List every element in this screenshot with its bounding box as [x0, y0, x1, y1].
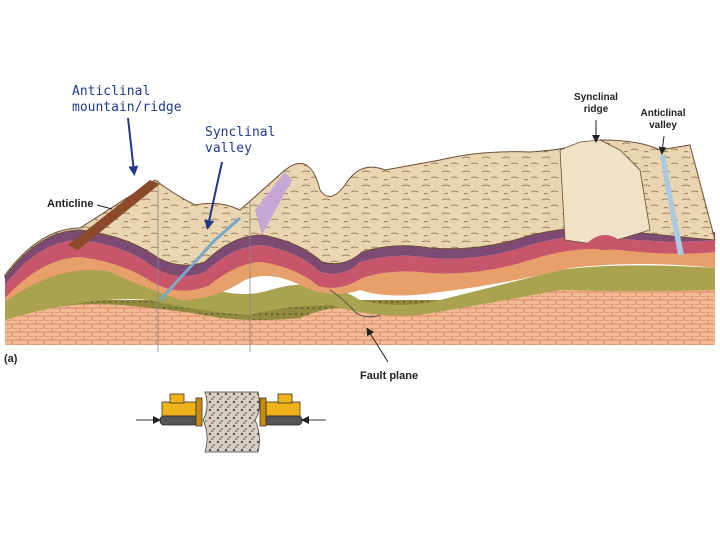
anticline-ridge-band: [68, 180, 160, 250]
syncline-core: [585, 235, 625, 250]
synclinal-ridge-cliff: [559, 139, 651, 246]
label-synclinal-ridge-line1: Synclinal: [574, 92, 618, 103]
red-band: [5, 236, 715, 298]
fault-zone: [329, 289, 381, 318]
lilac-wedge: [255, 172, 292, 235]
arrow-fault-plane: [366, 327, 389, 363]
arrow-anticline: [96, 204, 113, 210]
purple-band: [5, 228, 715, 285]
arrow-synclinal-valley: [204, 161, 223, 230]
bulldozer-left-icon: [159, 393, 203, 427]
label-fault-plane: Fault plane: [360, 370, 419, 382]
label-anticlinal-valley-line2: valley: [649, 120, 677, 131]
gravel-block: [202, 391, 260, 453]
olive-layer-lower: [5, 257, 715, 320]
arrow-anticlinal-ridge: [127, 117, 139, 176]
label-anticlinal-ridge-line2: mountain/ridge: [72, 100, 182, 115]
compression-illustration: [136, 391, 326, 453]
label-anticline: Anticline: [47, 198, 94, 210]
orange-band: [5, 243, 715, 302]
label-anticlinal-valley-line1: Anticlinal: [640, 108, 686, 119]
label-anticlinal-ridge-line1: Anticlinal: [72, 84, 151, 99]
upper-strata-mass: [4, 139, 716, 279]
arrow-anticlinal-valley: [658, 135, 667, 155]
bulldozer-right-icon: [259, 393, 303, 427]
label-panel-letter: (a): [4, 353, 18, 365]
blue-fault-line: [158, 216, 241, 302]
label-synclinal-valley-line1: Synclinal: [205, 125, 276, 140]
label-synclinal-valley-line2: valley: [205, 141, 252, 156]
label-synclinal-ridge-line2: ridge: [583, 104, 609, 115]
anticlinal-valley-stream: [660, 155, 684, 255]
